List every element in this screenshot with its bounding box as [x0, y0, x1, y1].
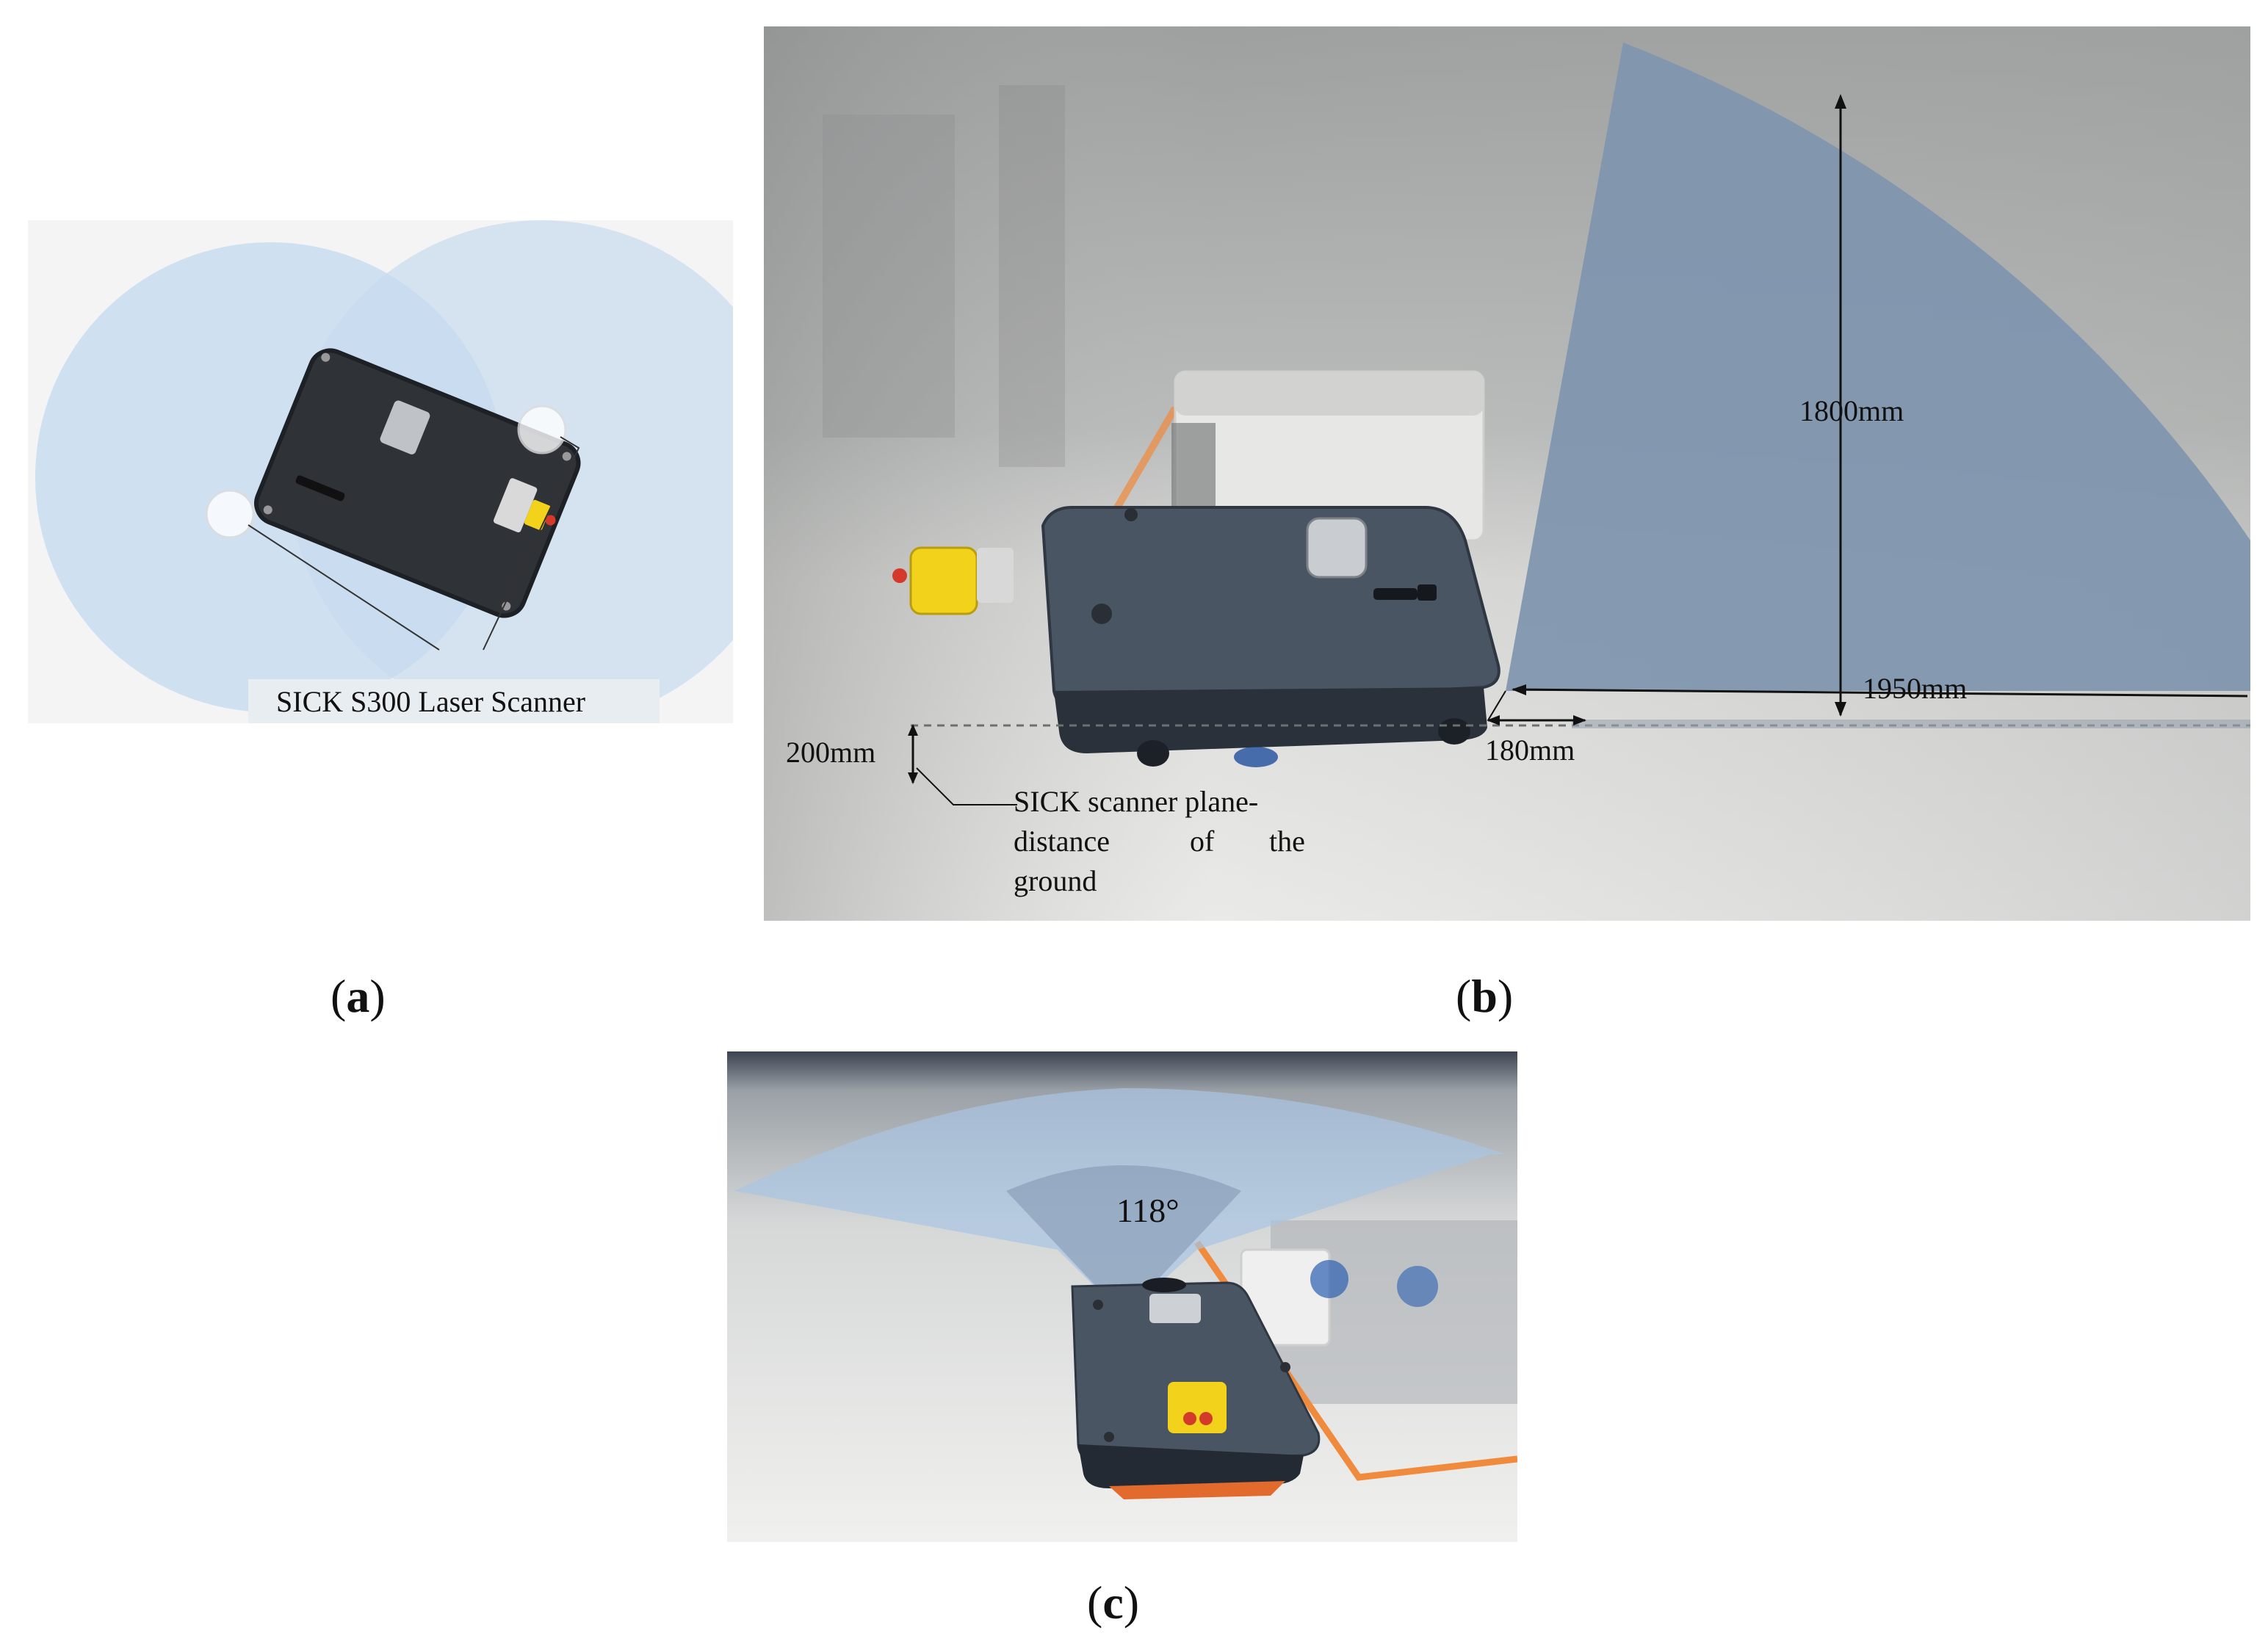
plane-note-leader	[916, 767, 1017, 805]
panel-b-scanner-side-view: 1800mm 1950mm 180mm 200mm SICK scanner p…	[764, 26, 2250, 921]
clearance-label: 180mm	[1485, 734, 1575, 767]
robot-front-view	[1071, 1278, 1321, 1499]
range-label: 1950mm	[1863, 672, 1968, 705]
plane-note-line2-c: the	[1269, 825, 1305, 858]
caption-b: (b)	[1456, 970, 1514, 1022]
angle-cone-zone	[1006, 1165, 1241, 1316]
rear-scanner-marker	[517, 405, 567, 455]
robot-top-view	[254, 348, 581, 618]
plane-note-line2-a: distance	[1014, 825, 1110, 858]
handle-icon	[380, 400, 430, 455]
scanner-label: SICK S300 Laser Scanner	[276, 685, 586, 718]
emergency-stop-icon	[909, 546, 978, 615]
scanner-label-box	[248, 679, 660, 723]
panel-a-scanner-top-view: SICK S300 Laser Scanner	[28, 220, 733, 723]
emergency-stop-icon	[1168, 1382, 1227, 1433]
panel-a-illustration	[35, 220, 733, 723]
plane-height-label: 200mm	[786, 736, 876, 769]
panel-c-illustration	[727, 1051, 1517, 1542]
panel-c-scanner-angle-view: 118°	[727, 1051, 1517, 1542]
range-dimension-line	[1512, 688, 2248, 698]
robot-side-view	[892, 506, 1500, 767]
plane-note-line1: SICK scanner plane-	[1014, 785, 1259, 818]
caption-c: (c)	[1087, 1576, 1140, 1629]
handle-icon	[1306, 517, 1368, 579]
plane-note-line3: ground	[1014, 864, 1097, 897]
angle-label: 118°	[1116, 1192, 1180, 1229]
protective-field-zone	[1506, 43, 2250, 691]
panel-b-illustration	[764, 26, 2250, 921]
rear-scanner-leader	[483, 436, 580, 651]
front-scanner-marker	[205, 489, 255, 539]
plane-note-line2-b: of	[1190, 825, 1215, 858]
front-scanner-leader	[248, 524, 440, 651]
height-label: 1800mm	[1799, 394, 1904, 427]
caption-a: (a)	[331, 970, 386, 1022]
